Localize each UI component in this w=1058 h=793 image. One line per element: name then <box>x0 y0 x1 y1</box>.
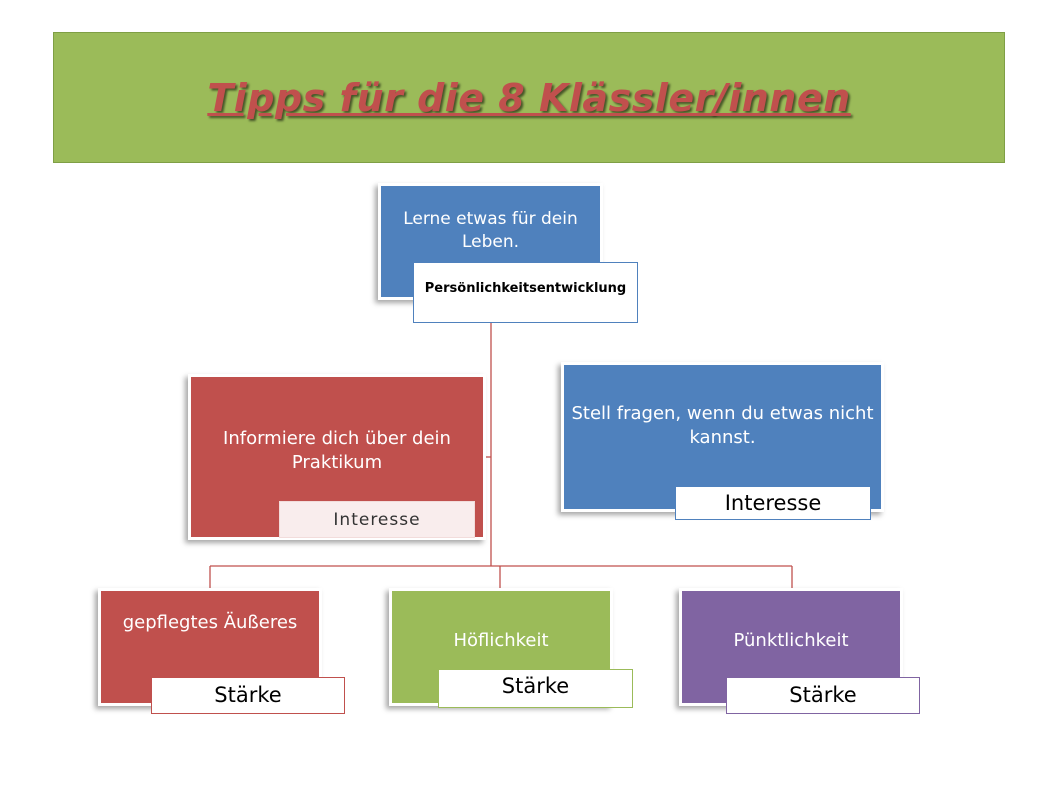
child-node-2-label: Höflichkeit <box>453 630 549 651</box>
root-node-tag: Persönlichkeitsentwicklung <box>413 262 638 323</box>
child-node-1-tag-label: Stärke <box>214 683 282 707</box>
child-node-2-tag-label: Stärke <box>501 674 570 698</box>
page-title: Tipps für die 8 Klässler/innen <box>207 75 851 120</box>
assistant-right-node-label: Stell fragen, wenn du etwas nicht kannst… <box>571 402 874 448</box>
child-node-2-tag: Stärke <box>438 669 633 708</box>
child-node-3-tag: Stärke <box>726 677 920 714</box>
root-node-tag-label: Persönlichkeitsentwicklung <box>424 281 627 296</box>
root-node-label: Lerne etwas für dein Leben. <box>403 209 578 252</box>
assistant-left-node-label: Informiere dich über dein Praktikum <box>223 427 451 473</box>
assistant-left-node-tag: Interesse <box>279 501 475 538</box>
child-node-3-label: Pünktlichkeit <box>733 630 849 651</box>
assistant-right-node-tag-label: Interesse <box>724 491 822 515</box>
assistant-left-node-tag-label: Interesse <box>333 510 421 530</box>
title-banner: Tipps für die 8 Klässler/innen <box>53 32 1005 163</box>
assistant-right-node-tag: Interesse <box>675 486 871 520</box>
child-node-3-tag-label: Stärke <box>789 683 857 707</box>
child-node-1-label: gepflegtes Äußeres <box>122 612 298 633</box>
child-node-1-tag: Stärke <box>151 677 345 714</box>
